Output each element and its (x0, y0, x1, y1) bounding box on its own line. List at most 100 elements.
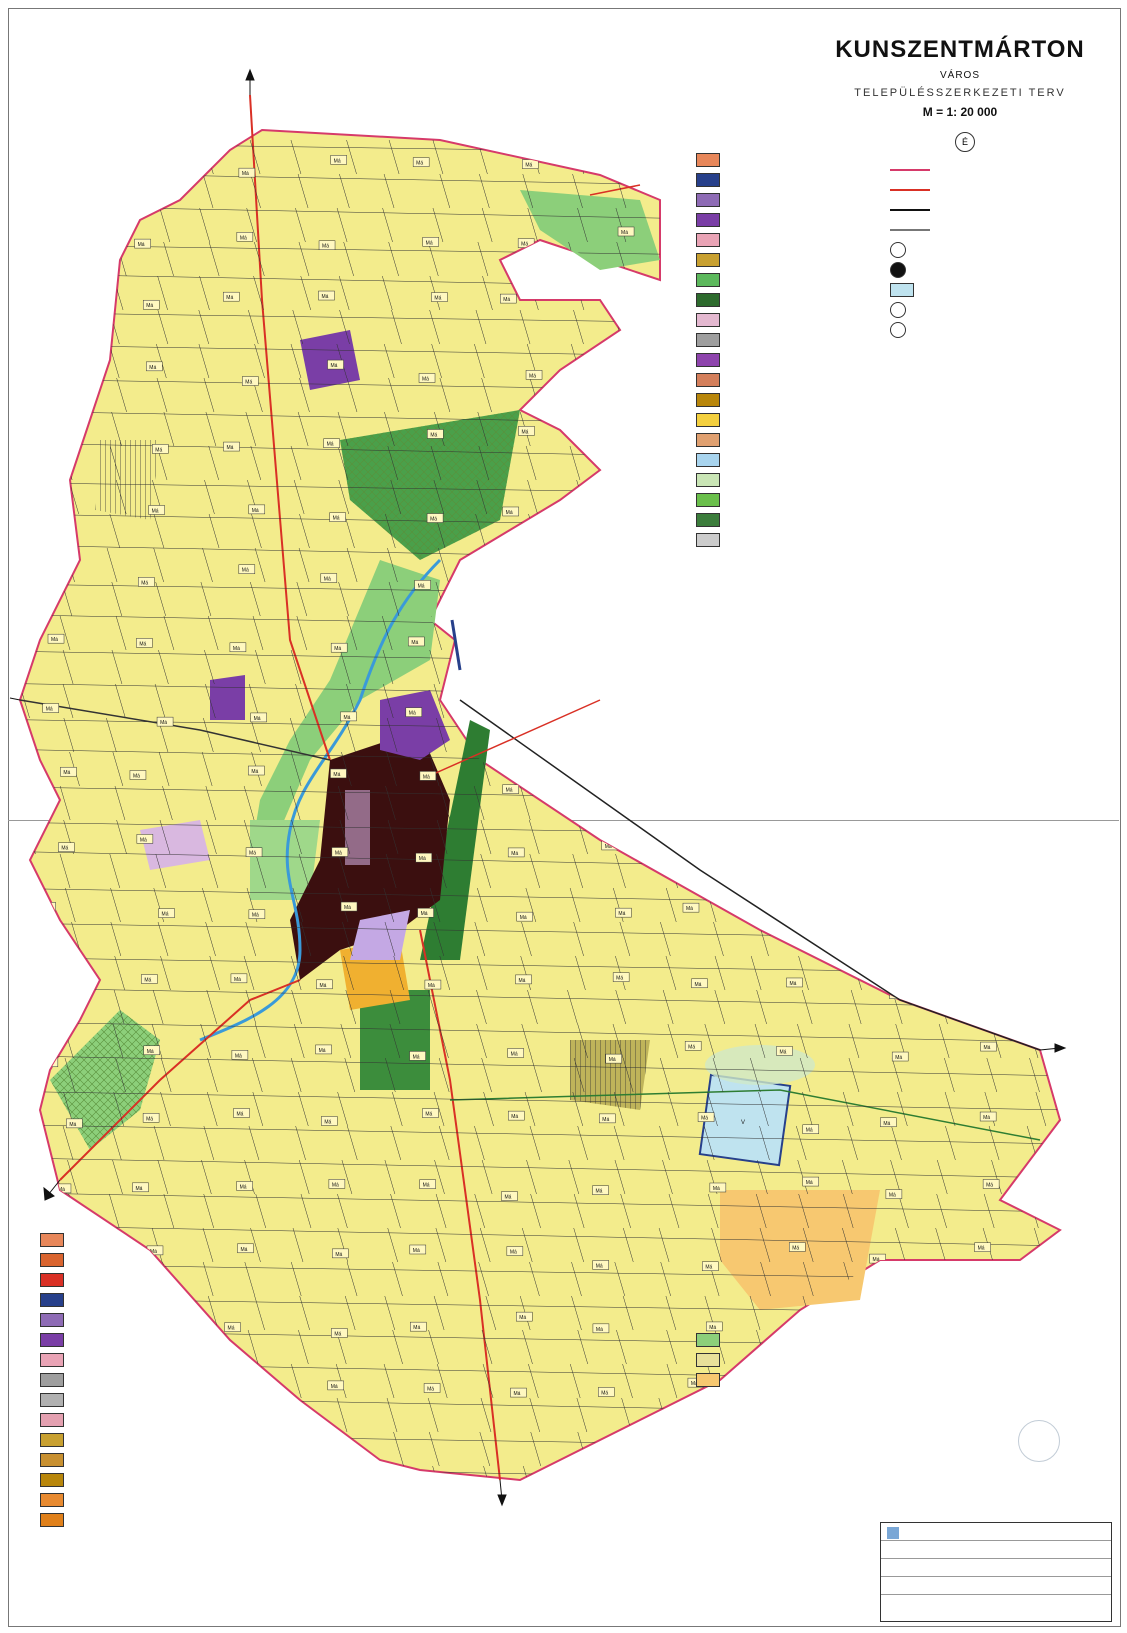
parcel-label-text: Má (58, 512, 65, 518)
parcel-boundary (799, 1057, 811, 1093)
parcel-boundary (383, 683, 394, 719)
legend-swatch (40, 1373, 64, 1387)
parcel-boundary (712, 683, 723, 719)
parcel-boundary (758, 1091, 769, 1127)
parcel-boundary (246, 207, 257, 243)
legend-swatch (40, 1313, 64, 1327)
parcel-boundary (475, 513, 486, 549)
parcel-label-text: Má (787, 915, 794, 921)
plan-name: TELEPÜLÉSSZERKEZETI TERV (854, 87, 1066, 99)
parcel-boundary (20, 142, 1060, 159)
legend-row (696, 290, 876, 310)
parcel-boundary (154, 683, 166, 719)
parcel-boundary (152, 989, 164, 1025)
parcel-label-text: Má (252, 913, 259, 919)
parcel-boundary (979, 1261, 991, 1297)
map-scale: M = 1: 20 000 (922, 105, 998, 119)
parcel-boundary (712, 853, 724, 889)
parcel-boundary (894, 1329, 906, 1365)
parcel-boundary (619, 513, 630, 549)
parcel-boundary (383, 1363, 395, 1399)
parcel-label: Má (982, 1179, 1000, 1189)
parcel-boundary (658, 445, 669, 481)
parcel-label-text: Má (54, 442, 61, 448)
parcel-boundary (1035, 955, 1046, 991)
parcel-boundary (801, 785, 812, 821)
parcel-boundary (986, 1057, 998, 1093)
legend-swatch (40, 1253, 64, 1267)
parcel-boundary (943, 547, 955, 583)
parcel-boundary (659, 1057, 671, 1093)
parcel-boundary (933, 615, 945, 651)
road-northwest (19, 699, 331, 761)
parcel-boundary (576, 1465, 588, 1480)
parcel-label-text: Má (240, 1247, 247, 1253)
parcel-boundary (851, 819, 862, 855)
parcel-label-text: Má (596, 1189, 603, 1195)
parcel-label: Má (982, 849, 1000, 860)
parcel-boundary (433, 1295, 445, 1331)
parcel-label-text: Má (987, 366, 994, 372)
parcel-boundary (109, 445, 121, 481)
title-block-row (881, 1541, 1111, 1559)
parcel-boundary (20, 1192, 1060, 1213)
parcel-label-text: Má (889, 1193, 896, 1199)
road-west (59, 979, 301, 1181)
parcel-label-text: Má (242, 171, 249, 177)
legend-row-railway (890, 200, 1090, 220)
parcel-label: Má (329, 512, 346, 522)
parcel-boundary (937, 411, 948, 447)
legend-swatch (40, 1513, 64, 1527)
parcel-boundary (934, 785, 945, 821)
parcel-boundary (572, 173, 583, 209)
parcel-boundary (522, 1227, 533, 1263)
parcel-boundary (290, 1057, 302, 1093)
parcel-label: Má (248, 504, 266, 515)
legend-swatch (40, 1453, 64, 1467)
parcel-boundary (799, 819, 810, 855)
parcel-boundary (20, 987, 1060, 1009)
parcel-boundary (657, 1431, 669, 1467)
legend-swatch (40, 1233, 64, 1247)
parcel-label: Má (415, 852, 433, 863)
parcel-boundary (842, 887, 854, 923)
parcel-boundary (797, 1023, 808, 1059)
parcel-boundary (20, 241, 28, 277)
parcel-label-text: Má (334, 646, 341, 652)
parcel-boundary (385, 513, 396, 549)
parcel-boundary (160, 1091, 171, 1127)
parcel-label: Má (330, 768, 347, 779)
parcel-boundary (796, 1125, 807, 1161)
parcel-label-text: Má (235, 1053, 242, 1059)
parcel-boundary (527, 479, 538, 515)
parcel-boundary (662, 309, 674, 345)
parcel-boundary (480, 853, 491, 889)
parcel-boundary (254, 547, 266, 583)
parcel-boundary (207, 615, 219, 651)
parcel-boundary (255, 853, 267, 889)
parcel-boundary (807, 751, 818, 787)
parcel-boundary (842, 581, 854, 617)
legend-row (696, 250, 876, 270)
parcel-boundary (659, 173, 671, 209)
parcel-boundary (477, 411, 489, 447)
parcel-boundary (666, 887, 677, 923)
parcel-label-text: Má (430, 432, 437, 438)
approval-signature (900, 1420, 1100, 1480)
legend-swatch (696, 253, 720, 267)
parcel-boundary (890, 479, 901, 515)
parcel-boundary (20, 513, 28, 549)
parcel-boundary (200, 1023, 211, 1059)
parcel-boundary (64, 547, 75, 583)
parcel-boundary (200, 581, 212, 617)
parcel-label: Má (410, 1321, 427, 1332)
parcel-label: Má (885, 1189, 903, 1199)
parcel-boundary (479, 581, 491, 617)
parcel-boundary (569, 887, 581, 923)
parcel-boundary (157, 309, 169, 345)
parcel-boundary (153, 513, 165, 549)
parcel-label: Má (152, 444, 169, 454)
parcel-boundary (64, 411, 75, 447)
parcel-label: Má (229, 642, 247, 653)
parcel-boundary (383, 343, 395, 379)
